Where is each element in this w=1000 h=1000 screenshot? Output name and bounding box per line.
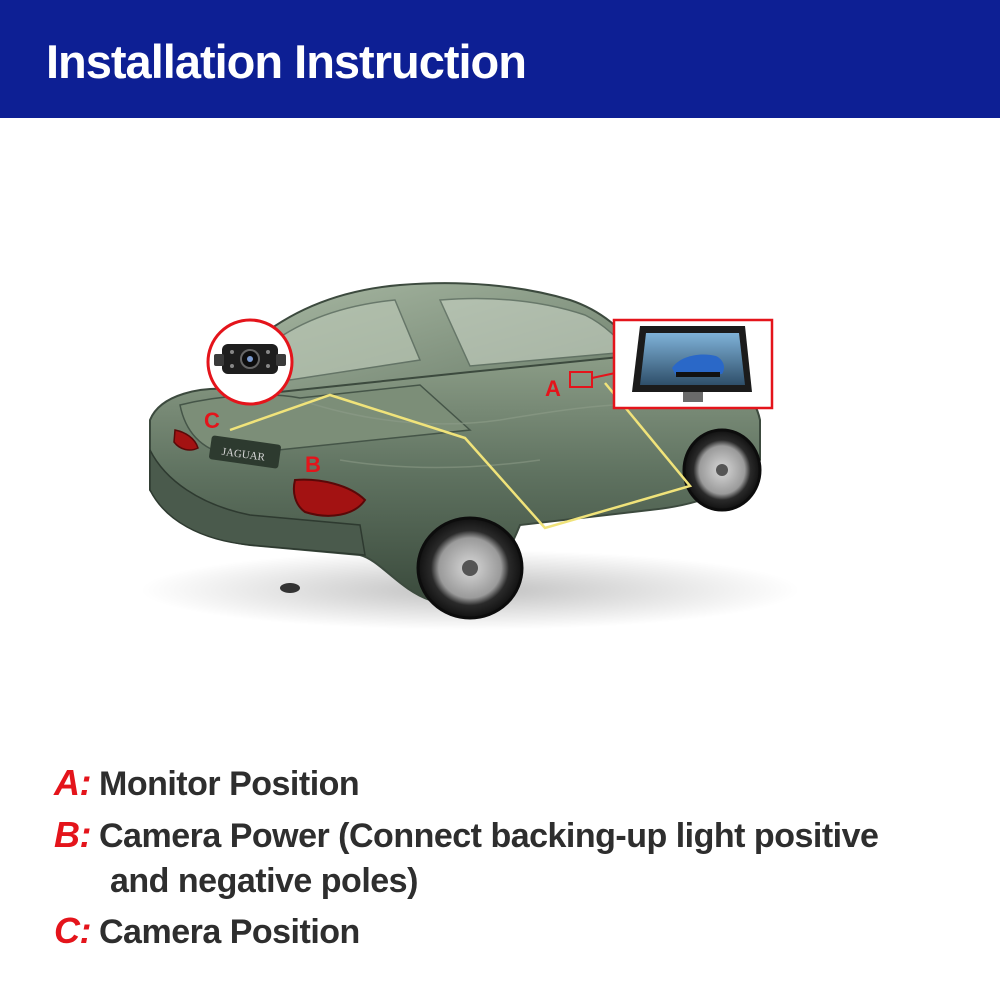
legend-item-a: A:Monitor Position — [54, 762, 360, 804]
legend-item-b: B:Camera Power (Connect backing-up light… — [54, 814, 879, 901]
monitor-icon — [612, 318, 774, 410]
legend-text-c: Camera Position — [99, 913, 360, 951]
wiring-route — [229, 382, 693, 530]
front-wheel — [682, 428, 762, 512]
legend-text-b-continued: and negative poles) — [110, 862, 418, 900]
rear-wheel — [416, 516, 524, 620]
legend-key-b: B: — [54, 814, 92, 855]
marker-c: C — [204, 408, 220, 433]
installation-diagram: JAGUAR A B C — [140, 282, 800, 630]
legend-text-a: Monitor Position — [99, 765, 360, 803]
rear-camera-icon — [206, 318, 294, 406]
marker-b: B — [305, 452, 321, 477]
marker-a: A — [545, 376, 561, 401]
car-illustration: JAGUAR — [149, 282, 762, 620]
page-title: Installation Instruction — [46, 35, 527, 88]
header-banner: Installation Instruction — [0, 0, 1000, 118]
legend-key-c: C: — [54, 910, 92, 951]
legend-key-a: A: — [54, 762, 92, 803]
legend-text-b: Camera Power (Connect backing-up light p… — [99, 817, 879, 855]
legend-item-c: C:Camera Position — [54, 910, 360, 952]
